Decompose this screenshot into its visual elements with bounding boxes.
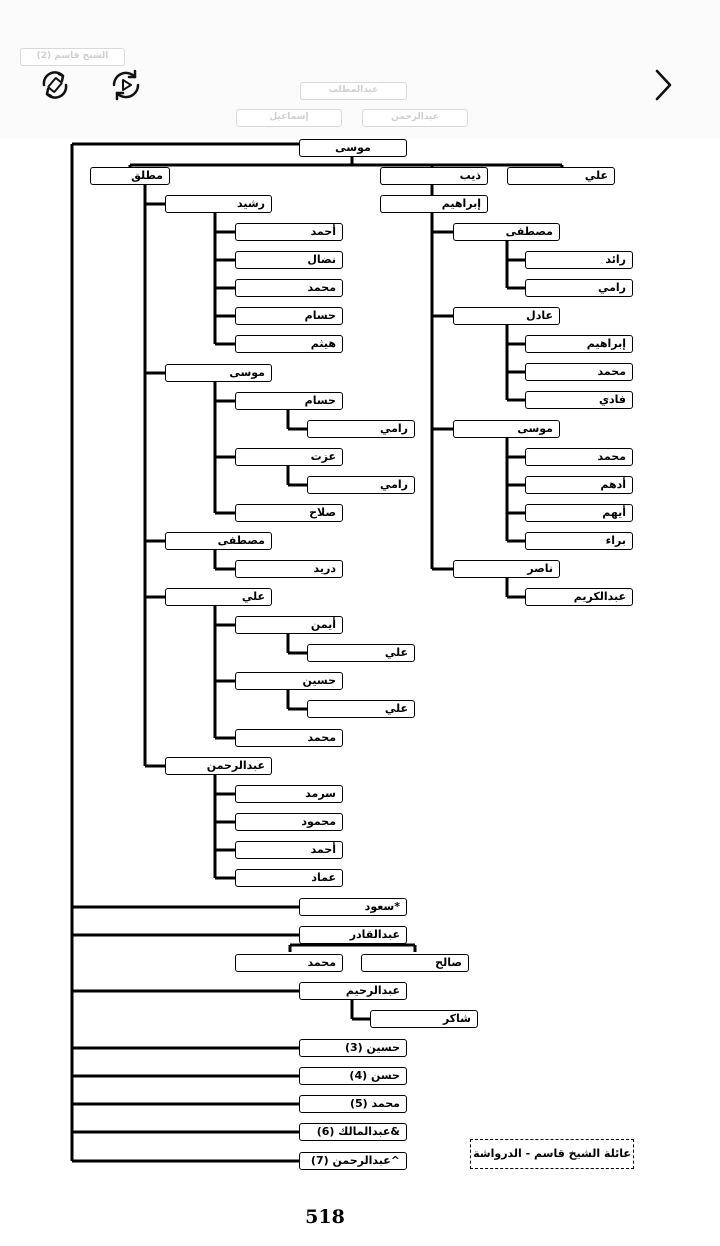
node-musa-3: موسى — [453, 420, 560, 438]
node-durayd: دريد — [235, 560, 343, 578]
node-rasheed-child-1: أحمد — [235, 223, 343, 241]
viewer-toolbar: الشيخ قاسم (2) عبدالمطلب إسماعيل عبدالرح… — [0, 0, 720, 138]
ghost-node-top: الشيخ قاسم (2) — [20, 48, 125, 66]
node-abdulqader-child-2: صالح — [361, 954, 469, 972]
ghost-node-b1: عبدالمطلب — [300, 82, 407, 100]
node-abdulrahman-child-3: أحمد — [235, 841, 343, 859]
node-izzat: عزت — [235, 448, 343, 466]
node-rasheed-child-5: هيثم — [235, 335, 343, 353]
node-husam-child: رامي — [307, 420, 415, 438]
ghost-node-b2: إسماعيل — [236, 109, 342, 127]
node-rasheed-child-4: حسام — [235, 307, 343, 325]
node-saud: *سعود — [299, 898, 407, 916]
node-nasser-child: عبدالكريم — [525, 588, 633, 606]
node-husain-child: علي — [307, 700, 415, 718]
node-salah: صلاح — [235, 504, 343, 522]
node-abdulmalik-6: &عبدالمالك (6) — [299, 1123, 407, 1141]
node-musa3-child-3: أيهم — [525, 504, 633, 522]
ghost-node-b3: عبدالرحمن — [362, 109, 468, 127]
node-adel: عادل — [453, 307, 560, 325]
refresh-play-button[interactable] — [106, 65, 146, 105]
node-abdulrahman-child-1: سرمد — [235, 785, 343, 803]
node-adel-child-2: محمد — [525, 363, 633, 381]
node-mutlaq: مطلق — [90, 167, 170, 185]
node-mustafa-child-2: رامي — [525, 279, 633, 297]
chevron-right-icon — [655, 69, 672, 101]
node-theeb: ذيب — [380, 167, 488, 185]
family-legend-box: عائلة الشيخ قاسم - الدرواشة — [470, 1139, 634, 1169]
node-nasser: ناصر — [453, 560, 560, 578]
node-adel-child-1: إبراهيم — [525, 335, 633, 353]
node-abdulraheem: عبدالرحيم — [299, 982, 407, 1000]
node-ali-2: علي — [165, 588, 272, 606]
node-husain: حسين — [235, 672, 343, 690]
node-mustafa-2: مصطفى — [165, 532, 272, 550]
refresh-play-icon — [112, 69, 140, 101]
node-husam: حسام — [235, 392, 343, 410]
node-rasheed-child-3: محمد — [235, 279, 343, 297]
node-musa-root: موسى — [299, 139, 407, 157]
node-abdulrahman-child-4: عماد — [235, 869, 343, 887]
node-hasan-4: حسن (4) — [299, 1067, 407, 1085]
node-abdulqader: عبدالقادر — [299, 926, 407, 944]
node-mustafa-child-1: رائد — [525, 251, 633, 269]
crop-rotate-button[interactable] — [35, 65, 75, 105]
crop-rotate-icon — [42, 71, 68, 99]
node-musa3-child-2: أدهم — [525, 476, 633, 494]
node-rasheed: رشيد — [165, 195, 272, 213]
node-musa-2: موسى — [165, 364, 272, 382]
node-ibrahim: إبراهيم — [380, 195, 488, 213]
node-musa3-child-4: براء — [525, 532, 633, 550]
node-ali-top: علي — [507, 167, 615, 185]
next-page-button[interactable] — [643, 65, 683, 105]
node-abdulrahman-2: عبدالرحمن — [165, 757, 272, 775]
node-abdulrahman-7: ^عبدالرحمن (7) — [299, 1152, 407, 1170]
node-abdulrahman-child-2: محمود — [235, 813, 343, 831]
node-ayman-child: علي — [307, 644, 415, 662]
node-mustafa: مصطفى — [453, 223, 560, 241]
node-husain-3: حسين (3) — [299, 1039, 407, 1057]
node-rasheed-child-2: نضال — [235, 251, 343, 269]
node-adel-child-3: فادي — [525, 391, 633, 409]
node-muhammad-5: محمد (5) — [299, 1095, 407, 1113]
node-abdulqader-child-1: محمد — [235, 954, 343, 972]
node-ayman: أيمن — [235, 616, 343, 634]
node-izzat-child: رامي — [307, 476, 415, 494]
node-abdulraheem-child: شاكر — [370, 1010, 478, 1028]
node-musa3-child-1: محمد — [525, 448, 633, 466]
page-number: 518 — [305, 1206, 345, 1228]
node-muhammad-ali: محمد — [235, 729, 343, 747]
